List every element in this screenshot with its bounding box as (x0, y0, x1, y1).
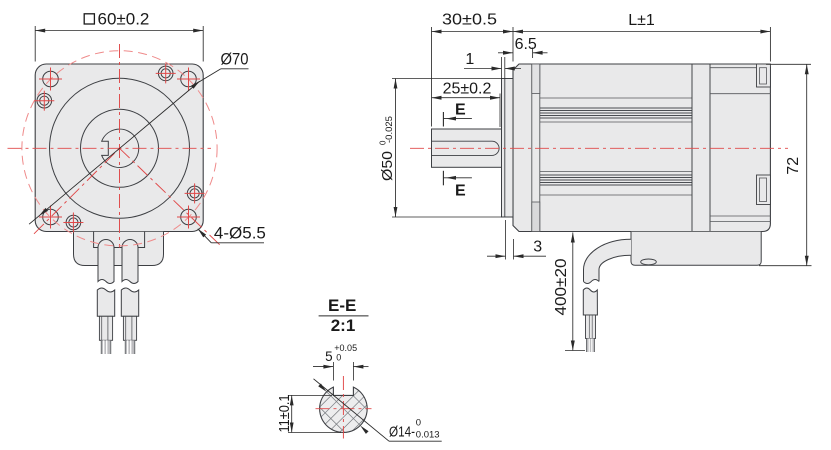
svg-text:0: 0 (416, 417, 421, 428)
svg-text:5: 5 (325, 349, 333, 364)
svg-text:Ø70: Ø70 (221, 50, 249, 69)
svg-text:11±0.1: 11±0.1 (276, 395, 293, 433)
svg-text:3: 3 (533, 239, 542, 256)
svg-text:0.013: 0.013 (416, 429, 440, 440)
svg-text:72: 72 (785, 157, 802, 175)
svg-text:Ø14-: Ø14- (389, 425, 415, 441)
svg-text:6.5: 6.5 (515, 36, 537, 53)
svg-text:60±0.2: 60±0.2 (98, 9, 150, 28)
svg-text:L±1: L±1 (628, 12, 655, 29)
svg-text:2:1: 2:1 (331, 316, 356, 335)
svg-text:400±20: 400±20 (553, 258, 570, 315)
svg-text:E: E (455, 102, 466, 119)
svg-text:E: E (455, 182, 466, 199)
svg-text:Ø50: Ø50 (379, 151, 396, 181)
svg-text:+0.05: +0.05 (334, 343, 357, 353)
svg-text:E-E: E-E (328, 296, 356, 315)
svg-text:25±0.2: 25±0.2 (443, 81, 492, 98)
svg-text:1: 1 (465, 51, 474, 68)
svg-text:-0.025: -0.025 (384, 116, 395, 143)
svg-text:0: 0 (379, 140, 388, 145)
svg-text:4-Ø5.5: 4-Ø5.5 (214, 224, 266, 243)
svg-text:30±0.5: 30±0.5 (442, 11, 497, 28)
svg-text:0: 0 (336, 352, 341, 362)
